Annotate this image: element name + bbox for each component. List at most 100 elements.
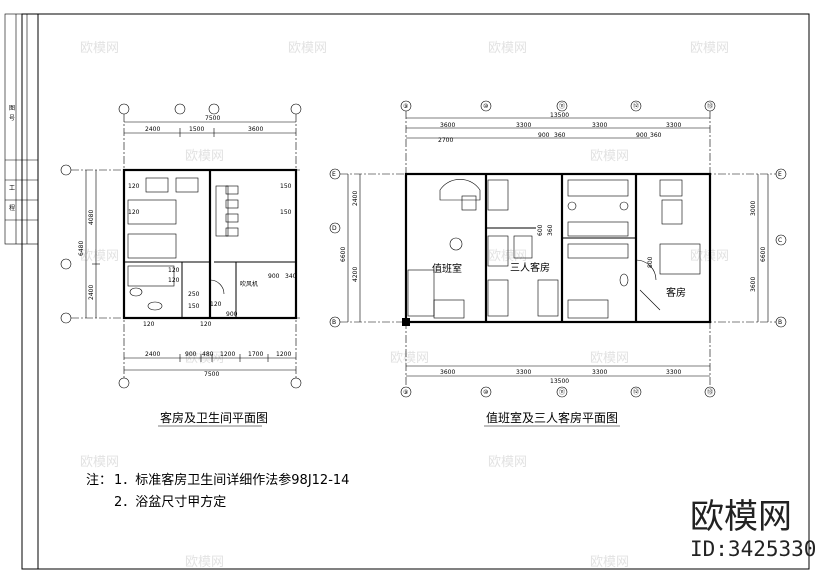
left-inner-4: 150 bbox=[280, 209, 292, 216]
title-block: 图 号 工 程 bbox=[4, 13, 39, 245]
tb-cell-3: 工 bbox=[9, 185, 15, 192]
notes-prefix: 注： bbox=[86, 473, 112, 488]
right-top-total: 13500 bbox=[550, 112, 569, 119]
right-bot-dim-4: 3300 bbox=[666, 369, 681, 376]
left-inner-6: 340 bbox=[285, 273, 297, 280]
wm-5: 欧模网 bbox=[185, 149, 224, 164]
wm-7: 欧模网 bbox=[80, 249, 119, 264]
left-top-dim-3: 3600 bbox=[248, 126, 263, 133]
right-plan-title: 值班室及三人客房平面图 bbox=[486, 410, 618, 425]
wm-1: 欧模网 bbox=[80, 41, 119, 56]
right-sub-dim-3: 360 bbox=[554, 132, 566, 139]
axis-top-2: ⑩ bbox=[483, 103, 488, 110]
right-inner-1: 600 bbox=[537, 224, 544, 236]
right-sub-dim-4: 900 bbox=[636, 132, 648, 139]
wm-4: 欧模网 bbox=[690, 41, 729, 56]
right-inner-3: 800 bbox=[647, 256, 654, 268]
left-room-label: 吹风机 bbox=[240, 280, 258, 288]
wm-3: 欧模网 bbox=[488, 41, 527, 56]
right-inner-2: 360 bbox=[547, 224, 554, 236]
axis-bot-5: ⑬ bbox=[707, 388, 713, 396]
axis-right-3: B bbox=[778, 319, 782, 326]
tb-cell-1: 图 bbox=[9, 105, 15, 112]
right-top-dim-1: 3600 bbox=[440, 122, 455, 129]
right-left-dim-2: 4200 bbox=[352, 267, 359, 282]
axis-top-4: ⑫ bbox=[633, 102, 639, 110]
right-sub-dim-5: 360 bbox=[650, 132, 662, 139]
left-left-total: 6480 bbox=[78, 241, 85, 256]
left-bot-dim-3: 480 bbox=[202, 351, 214, 358]
left-bot-dim-5: 1700 bbox=[248, 351, 263, 358]
axis-top-1: ⑨ bbox=[403, 103, 408, 110]
axis-top-3: ⑪ bbox=[559, 102, 565, 110]
left-inner-8: 120 bbox=[168, 277, 180, 284]
sheet-border bbox=[21, 13, 810, 570]
left-inner-9: 250 bbox=[188, 291, 200, 298]
wm-13: 欧模网 bbox=[80, 455, 119, 470]
axis-top-5: ⑬ bbox=[707, 102, 713, 110]
left-inner-7: 120 bbox=[168, 267, 180, 274]
right-top-dim-4: 3300 bbox=[666, 122, 681, 129]
left-top-dim-1: 2400 bbox=[145, 126, 160, 133]
left-left-dim-1: 4080 bbox=[88, 210, 95, 225]
notes-line-2: 2．浴盆尺寸甲方定 bbox=[114, 494, 226, 510]
wm-8: 欧模网 bbox=[488, 249, 527, 264]
wm-6: 欧模网 bbox=[590, 149, 629, 164]
left-top-dim-2: 1500 bbox=[189, 126, 204, 133]
left-inner-5: 900 bbox=[268, 273, 280, 280]
right-bot-total: 13500 bbox=[550, 378, 569, 385]
watermark-layer: 欧模网 欧模网 欧模网 欧模网 欧模网 欧模网 欧模网 欧模网 欧模网 欧模网 … bbox=[80, 41, 729, 570]
left-inner-10: 150 bbox=[188, 303, 200, 310]
tb-cell-2: 号 bbox=[9, 115, 15, 122]
right-sub-dim-2: 900 bbox=[538, 132, 550, 139]
right-top-dim-2: 3300 bbox=[516, 122, 531, 129]
notes: 注： 1．标准客房卫生间详细作法参98J12-14 2．浴盆尺寸甲方定 bbox=[86, 472, 349, 510]
axis-right-1: E bbox=[778, 171, 782, 178]
axis-bot-3: ⑪ bbox=[559, 388, 565, 396]
right-left-dim-1: 2400 bbox=[352, 191, 359, 206]
tb-cell-4: 程 bbox=[9, 204, 15, 212]
wm-16: 欧模网 bbox=[590, 555, 629, 570]
left-bot-total: 7500 bbox=[204, 371, 219, 378]
right-plan: ⑨ ⑩ ⑪ ⑫ ⑬ ⑨ ⑩ ⑪ ⑫ ⑬ E D B E C B bbox=[329, 100, 787, 427]
room-triple: 三人客房 bbox=[510, 261, 550, 274]
left-inner-12: 900 bbox=[226, 311, 238, 318]
notes-line-1: 1．标准客房卫生间详细作法参98J12-14 bbox=[114, 472, 349, 488]
axis-left-3: B bbox=[332, 319, 336, 326]
right-right-dim-2: 3600 bbox=[750, 277, 757, 292]
left-plan: 7500 2400 1500 3600 6480 4080 2400 吹风机 bbox=[60, 103, 302, 427]
left-inner-11: 120 bbox=[210, 301, 222, 308]
right-top-dim-3: 3300 bbox=[592, 122, 607, 129]
axis-bot-4: ⑫ bbox=[633, 388, 639, 396]
brand-watermark: 欧模网 bbox=[690, 497, 792, 537]
right-sub-dim-1: 2700 bbox=[438, 137, 453, 144]
left-plan-title: 客房及卫生间平面图 bbox=[160, 410, 268, 425]
left-inner-13: 120 bbox=[143, 321, 155, 328]
axis-left-2: D bbox=[332, 225, 337, 232]
axis-right-2: C bbox=[778, 237, 782, 244]
right-bot-dim-2: 3300 bbox=[516, 369, 531, 376]
left-bot-dim-6: 1200 bbox=[276, 351, 291, 358]
room-duty: 值班室 bbox=[432, 262, 462, 275]
axis-bot-2: ⑩ bbox=[483, 389, 488, 396]
left-bot-dim-1: 2400 bbox=[145, 351, 160, 358]
left-bot-dim-4: 1200 bbox=[220, 351, 235, 358]
wm-11: 欧模网 bbox=[390, 351, 429, 366]
left-top-total: 7500 bbox=[205, 115, 220, 122]
wm-12: 欧模网 bbox=[590, 351, 629, 366]
right-bot-dim-1: 3600 bbox=[440, 369, 455, 376]
left-left-dim-2: 2400 bbox=[88, 285, 95, 300]
axis-left-1: E bbox=[332, 171, 336, 178]
left-bot-dim-2: 900 bbox=[185, 351, 197, 358]
model-id: ID:3425330 bbox=[690, 537, 816, 561]
right-right-dim-1: 3000 bbox=[750, 201, 757, 216]
right-left-total: 6600 bbox=[340, 247, 347, 262]
wm-14: 欧模网 bbox=[488, 455, 527, 470]
left-inner-3: 150 bbox=[280, 183, 292, 190]
left-inner-14: 120 bbox=[200, 321, 212, 328]
wm-15: 欧模网 bbox=[185, 555, 224, 570]
room-guest: 客房 bbox=[666, 286, 686, 299]
right-right-total: 6600 bbox=[760, 247, 767, 262]
axis-bot-1: ⑨ bbox=[403, 389, 408, 396]
